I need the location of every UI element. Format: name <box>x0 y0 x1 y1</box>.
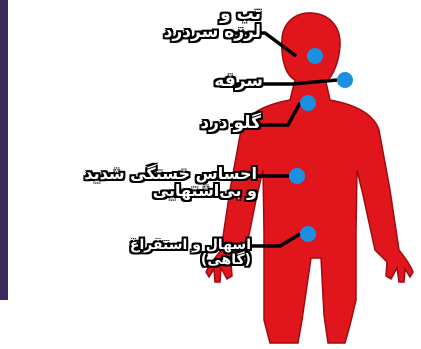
symptom-dot-cough <box>337 72 353 88</box>
label-fatigue-line-2: و بی‌اشتهایی <box>84 183 257 200</box>
label-sore-throat-line-1: گلو درد <box>200 115 261 133</box>
label-cough-line-1: سرفه <box>214 73 263 91</box>
symptom-dot-sore-throat <box>300 95 316 111</box>
label-diarrhea-vomiting: اسهال و استفراغ (گاهی) <box>130 238 251 267</box>
label-fever-chills-headache: تب و لرزه سردرد <box>164 6 261 42</box>
label-fatigue-appetite: احساس خستگی شدید و بی‌اشتهایی <box>84 166 257 200</box>
label-diarrhea-line-1: اسهال و استفراغ <box>130 238 251 253</box>
symptom-dot-diarrhea <box>300 226 316 242</box>
label-diarrhea-line-2: (گاهی) <box>130 253 251 268</box>
label-sore-throat: گلو درد <box>200 115 261 133</box>
symptom-dot-fatigue <box>289 168 305 184</box>
label-cough: سرفه <box>214 73 263 91</box>
label-fever-line-2: لرزه سردرد <box>164 24 261 42</box>
symptom-dot-fever <box>307 48 323 64</box>
